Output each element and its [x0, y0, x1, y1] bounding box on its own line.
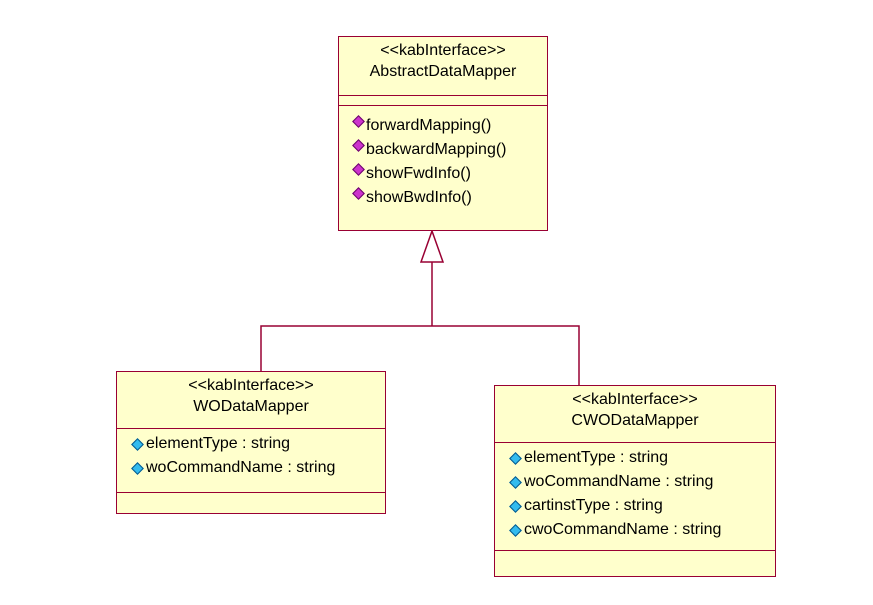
class-name: CWODataMapper — [571, 412, 699, 429]
public-operation-icon — [352, 115, 365, 128]
class-name: AbstractDataMapper — [369, 63, 517, 80]
inheritance-arrowhead-icon — [419, 228, 445, 263]
public-operation-icon — [352, 139, 365, 152]
attribute-row[interactable]: woCommandName : string — [131, 456, 385, 480]
class-wo-data-mapper[interactable]: <<kabInterface>> WODataMapper elementTyp… — [116, 371, 386, 514]
class-header: <<kabInterface>> WODataMapper — [117, 372, 385, 428]
attribute-label: cwoCommandName : string — [524, 521, 722, 538]
attribute-label: elementType : string — [146, 435, 291, 452]
attribute-row[interactable]: woCommandName : string — [509, 470, 775, 494]
attribute-row[interactable]: elementType : string — [509, 446, 775, 470]
attributes-compartment — [339, 95, 547, 105]
operation-label: showBwdInfo() — [366, 189, 472, 206]
attribute-label: woCommandName : string — [146, 459, 336, 476]
attribute-label: elementType : string — [524, 449, 669, 466]
public-attribute-icon — [509, 499, 522, 513]
class-header: <<kabInterface>> CWODataMapper — [495, 386, 775, 442]
class-header: <<kabInterface>> AbstractDataMapper — [339, 37, 547, 95]
public-attribute-icon — [131, 461, 144, 475]
class-name: WODataMapper — [193, 398, 309, 415]
public-attribute-icon — [509, 523, 522, 537]
operation-label: showFwdInfo() — [366, 165, 471, 182]
public-attribute-icon — [509, 451, 522, 465]
generalization-line-wo — [260, 325, 432, 371]
attribute-label: woCommandName : string — [524, 473, 714, 490]
operations-compartment — [495, 550, 775, 576]
operations-compartment — [117, 492, 385, 513]
operations-compartment: forwardMapping() backwardMapping() showF… — [339, 105, 547, 213]
public-operation-icon — [352, 163, 365, 176]
operation-row[interactable]: backwardMapping() — [351, 138, 547, 162]
attribute-label: cartinstType : string — [524, 497, 663, 514]
class-stereotype: <<kabInterface>> — [380, 42, 506, 59]
class-cwo-data-mapper[interactable]: <<kabInterface>> CWODataMapper elementTy… — [494, 385, 776, 577]
operation-row[interactable]: showFwdInfo() — [351, 162, 547, 186]
attributes-compartment: elementType : string woCommandName : str… — [495, 442, 775, 550]
class-stereotype: <<kabInterface>> — [572, 391, 698, 408]
operation-row[interactable]: showBwdInfo() — [351, 186, 547, 210]
operation-label: forwardMapping() — [366, 117, 492, 134]
class-stereotype: <<kabInterface>> — [188, 377, 314, 394]
public-attribute-icon — [131, 437, 144, 451]
operation-row[interactable]: forwardMapping() — [351, 114, 547, 138]
public-operation-icon — [352, 187, 365, 200]
attributes-compartment: elementType : string woCommandName : str… — [117, 428, 385, 492]
attribute-row[interactable]: elementType : string — [131, 432, 385, 456]
generalization-line-cwo — [432, 325, 580, 385]
attribute-row[interactable]: cartinstType : string — [509, 494, 775, 518]
public-attribute-icon — [509, 475, 522, 489]
operation-label: backwardMapping() — [366, 141, 507, 158]
class-abstract-data-mapper[interactable]: <<kabInterface>> AbstractDataMapper forw… — [338, 36, 548, 231]
attribute-row[interactable]: cwoCommandName : string — [509, 518, 775, 542]
